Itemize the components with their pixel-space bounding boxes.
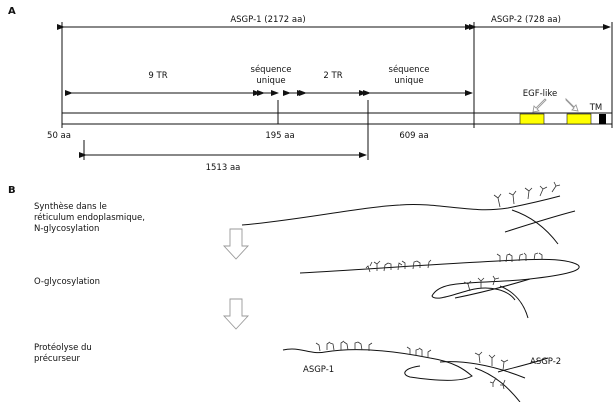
panel-a-label: A xyxy=(8,6,16,17)
step3-line2: précurseur xyxy=(34,353,81,364)
aa1513-label: 1513 aa xyxy=(206,163,241,173)
asgp1-molecule-label: ASGP-1 xyxy=(303,365,334,375)
seq-unique-1-label-line2: unique xyxy=(256,76,285,86)
seq-unique-2-label-line2: unique xyxy=(394,76,423,86)
egf-label: EGF-like xyxy=(523,89,558,99)
seq-unique-2-label-line1: séquence xyxy=(389,64,430,75)
egf-pointer-arrow-1 xyxy=(532,98,547,113)
stage3-molecule xyxy=(282,340,549,402)
step-arrow-1 xyxy=(222,228,250,260)
step1-line3: N-glycosylation xyxy=(34,224,99,234)
aa609-label: 609 aa xyxy=(399,131,428,141)
egf-box-2 xyxy=(566,113,592,125)
step1-line1: Synthèse dans le xyxy=(34,201,107,212)
tr2-label: 2 TR xyxy=(323,71,342,81)
aa50-label: 50 aa xyxy=(47,131,71,141)
tm-label: TM xyxy=(589,103,603,113)
step2-label: O-glycosylation xyxy=(34,277,100,287)
step3-line1: Protéolyse du xyxy=(34,342,92,353)
tr9-label: 9 TR xyxy=(148,71,167,81)
step1-line2: réticulum endoplasmique, xyxy=(34,212,145,223)
seq-unique-1-label-line1: séquence xyxy=(251,64,292,75)
egf-box-1 xyxy=(519,113,545,125)
asgp2-molecule-label: ASGP-2 xyxy=(530,357,561,367)
tm-box xyxy=(599,114,606,124)
protein-bar xyxy=(61,112,613,125)
panel-b-label: B xyxy=(8,185,16,196)
egf-pointer-arrow-2 xyxy=(565,97,579,112)
stage1-molecule xyxy=(241,181,576,245)
stage2-molecule xyxy=(299,252,580,319)
aa195-label: 195 aa xyxy=(265,131,294,141)
asgp1-length-label: ASGP-1 (2172 aa) xyxy=(230,15,305,25)
step-arrow-2 xyxy=(222,298,250,330)
asgp2-length-label: ASGP-2 (728 aa) xyxy=(491,15,561,25)
